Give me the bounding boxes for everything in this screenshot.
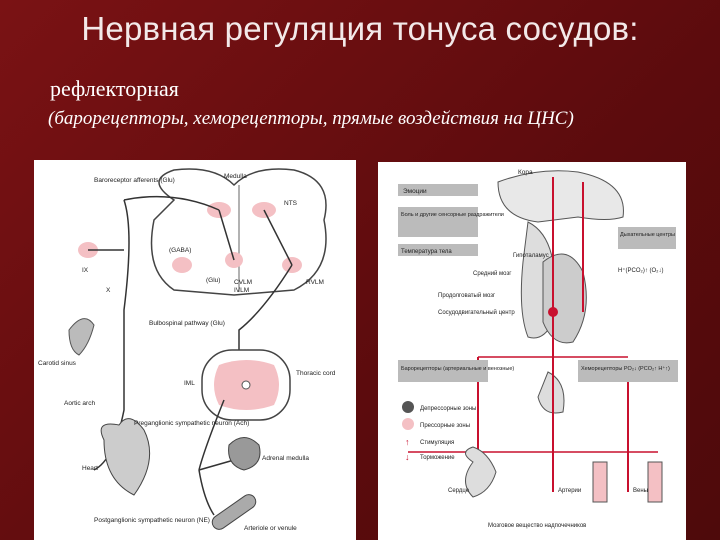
label-emotions: Эмоции bbox=[403, 188, 427, 195]
emotions-box bbox=[398, 184, 478, 196]
left-diagram-panel: Baroreceptor afferents (Glu) Medulla NTS… bbox=[34, 160, 356, 540]
label-pressor: Прессорные зоны bbox=[420, 423, 470, 429]
label-inhibition: Торможение bbox=[420, 455, 455, 461]
carotid-sinus-shape bbox=[68, 318, 95, 356]
chemo-box bbox=[578, 360, 678, 382]
label-resp-centers: Дыхательные центры bbox=[620, 232, 675, 238]
legend-depressor-dot bbox=[402, 401, 414, 413]
label-carotid: Carotid sinus bbox=[38, 360, 77, 367]
label-midbrain: Средний мозг bbox=[473, 270, 512, 277]
label-arteries: Артерии bbox=[558, 488, 581, 494]
arteriole-shape bbox=[211, 494, 257, 530]
vasomotor-diagram: ↑ ↓ Кора Эмоции Боль и другие сенсорные … bbox=[398, 169, 678, 529]
label-iml: IML bbox=[184, 380, 195, 387]
preganglionic-line bbox=[198, 399, 225, 471]
legend-pressor-dot bbox=[402, 418, 414, 430]
label-rvlm: RVLM bbox=[306, 279, 324, 286]
label-arteriole: Arteriole or venule bbox=[244, 525, 297, 532]
label-aortic: Aortic arch bbox=[64, 400, 95, 407]
label-body-temp: Температура тела bbox=[401, 249, 452, 255]
label-cortex: Кора bbox=[518, 169, 533, 176]
adrenal-line bbox=[198, 459, 235, 471]
pain-box bbox=[398, 207, 478, 237]
legend-inhibition-arrow: ↓ bbox=[405, 452, 410, 462]
label-baroreceptors: Барорецепторы (артериальные и венозные) bbox=[401, 366, 514, 372]
label-stimulation: Стимуляция bbox=[420, 440, 454, 446]
label-chemoreceptors: Хеморецепторы PO₂↓ (PCO₂↑ H⁺↑) bbox=[581, 365, 670, 372]
baroreflex-diagram: Baroreceptor afferents (Glu) Medulla NTS… bbox=[38, 168, 336, 532]
label-x: X bbox=[106, 287, 111, 294]
heart-shape bbox=[100, 418, 151, 496]
label-vasomotor: Сосудодвигательный центр bbox=[438, 309, 515, 316]
label-nts: NTS bbox=[284, 200, 298, 207]
resp-box bbox=[618, 227, 676, 249]
spinal-shape bbox=[537, 371, 565, 414]
gaba-node bbox=[172, 257, 192, 273]
label-chemo-values: H⁺(PCO₂)↑ (O₂↓) bbox=[618, 267, 664, 274]
label-bulbospinal: Bulbospinal pathway (Glu) bbox=[149, 320, 225, 327]
label-heart-right: Сердце bbox=[448, 488, 470, 494]
vasomotor-center-dot bbox=[548, 307, 558, 317]
label-preganglionic: Preganglionic sympathetic neuron (Ach) bbox=[134, 420, 249, 427]
postganglionic-line bbox=[198, 469, 215, 516]
adrenal-shape bbox=[228, 437, 261, 471]
label-adrenal-right: Мозговое вещество надпочечников bbox=[488, 523, 586, 529]
label-cvlm: CVLM bbox=[234, 279, 252, 286]
artery-shape bbox=[592, 461, 608, 503]
nts-afferent-line bbox=[123, 195, 220, 211]
label-heart: Heart bbox=[82, 465, 98, 472]
temp-box bbox=[398, 244, 478, 256]
central-canal bbox=[241, 380, 251, 390]
label-postganglionic: Postganglionic sympathetic neuron (NE) bbox=[94, 517, 210, 524]
legend-stimulation-arrow: ↑ bbox=[405, 437, 410, 447]
slide-detail: (барорецепторы, хеморецепторы, прямые во… bbox=[48, 108, 574, 129]
slide-subtitle: рефлекторная bbox=[50, 76, 179, 101]
label-medulla-obl: Продолговатый мозг bbox=[438, 292, 496, 299]
label-gaba: (GABA) bbox=[169, 247, 191, 254]
midbrain-shape bbox=[542, 253, 587, 344]
label-depressor: Депрессорные зоны bbox=[420, 406, 476, 412]
label-hypothalamus: Гипоталамус bbox=[513, 253, 549, 259]
label-pain: Боль и другие сенсорные раздражители bbox=[401, 212, 504, 218]
label-baro-afferents: Baroreceptor afferents (Glu) bbox=[94, 177, 175, 184]
label-ix: IX bbox=[82, 267, 89, 274]
label-thoracic: Thoracic cord bbox=[296, 370, 336, 377]
baro-box bbox=[398, 360, 488, 382]
nts-rvlm-line bbox=[263, 209, 293, 266]
label-ivlm: IVLM bbox=[234, 287, 249, 294]
bulbospinal-line bbox=[238, 264, 293, 380]
label-glu: (Glu) bbox=[206, 277, 220, 284]
slide-title: Нервная регуляция тонуса сосудов: bbox=[81, 10, 639, 47]
label-adrenal: Adrenal medulla bbox=[262, 455, 309, 462]
label-veins: Вены bbox=[633, 488, 648, 494]
vein-shape bbox=[647, 461, 663, 503]
nts-cvlm-line bbox=[218, 209, 235, 261]
heart-shape-right bbox=[465, 446, 497, 498]
cortex-shape bbox=[497, 170, 624, 223]
label-medulla: Medulla bbox=[224, 173, 247, 180]
right-diagram-panel: ↑ ↓ Кора Эмоции Боль и другие сенсорные … bbox=[378, 162, 686, 540]
